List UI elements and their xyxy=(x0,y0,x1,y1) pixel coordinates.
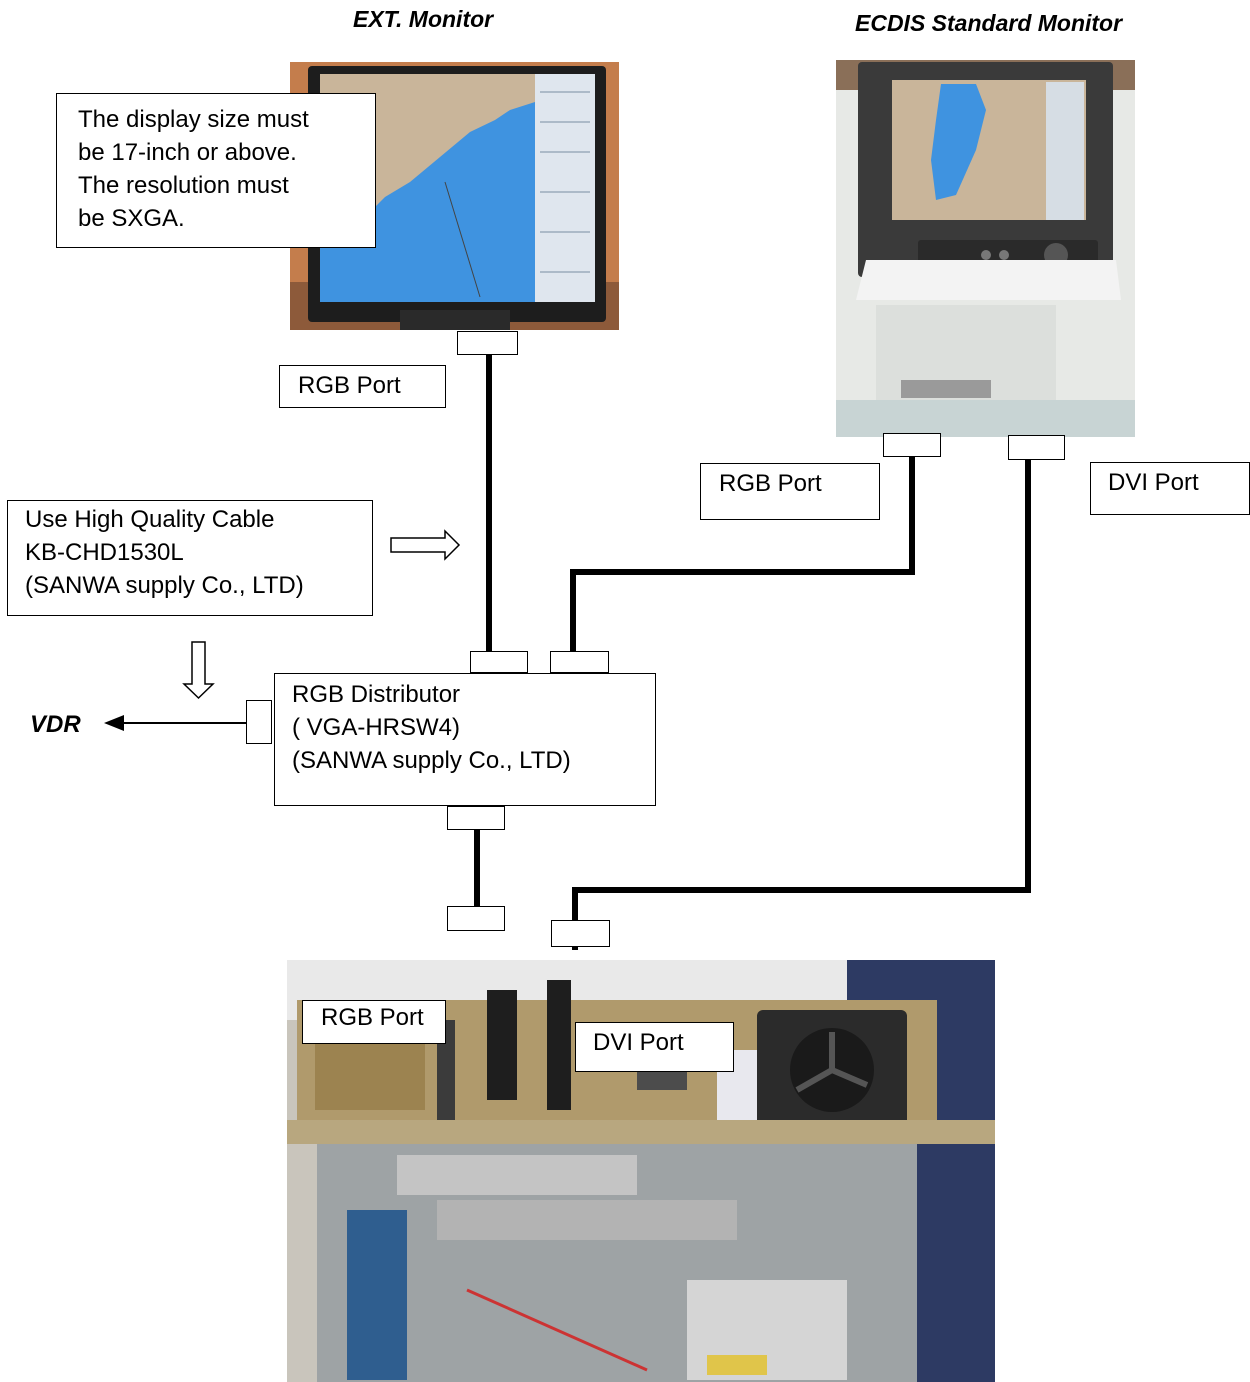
display-note-line: The display size must xyxy=(78,106,309,133)
distributor-output-connector xyxy=(447,806,505,830)
display-note-line: The resolution must xyxy=(78,172,289,199)
port-label-text: DVI Port xyxy=(1108,469,1199,496)
cable-note: Use High Quality Cable KB-CHD1530L (SANW… xyxy=(7,500,373,616)
ext-rgb-connector xyxy=(457,331,518,355)
unit-rgb-connector xyxy=(447,906,505,931)
display-requirement-note: The display size must be 17-inch or abov… xyxy=(56,93,376,248)
ecdis-dvi-connector xyxy=(1008,435,1065,460)
port-label-text: RGB Port xyxy=(719,470,822,497)
rgb-distributor: RGB Distributor ( VGA-HRSW4) (SANWA supp… xyxy=(274,673,656,806)
ecdis-monitor-title: ECDIS Standard Monitor xyxy=(855,10,1123,36)
port-label-text: RGB Port xyxy=(298,372,401,399)
distributor-model: ( VGA-HRSW4) xyxy=(292,714,460,741)
ecdis-dvi-port-label: DVI Port xyxy=(1090,462,1250,515)
ext-rgb-port-label: RGB Port xyxy=(279,365,446,408)
unit-rgb-port-label: RGB Port xyxy=(302,1000,446,1044)
unit-dvi-connector xyxy=(551,920,610,947)
unit-dvi-port-label: DVI Port xyxy=(575,1022,734,1072)
port-label-text: DVI Port xyxy=(593,1029,684,1056)
display-note-line: be 17-inch or above. xyxy=(78,139,297,166)
ext-monitor-title: EXT. Monitor xyxy=(353,6,494,32)
distributor-label: RGB Distributor xyxy=(292,681,461,708)
display-note-line: be SXGA. xyxy=(78,205,185,232)
distributor-input1-connector xyxy=(470,651,528,673)
ecdis-rgb-connector xyxy=(883,433,941,457)
distributor-maker: (SANWA supply Co., LTD) xyxy=(292,747,571,774)
ext-monitor-photo xyxy=(290,62,619,330)
vdr-label: VDR xyxy=(30,711,81,738)
distributor-input2-connector xyxy=(550,651,609,673)
cable-note-line: (SANWA supply Co., LTD) xyxy=(25,572,304,599)
ecdis-rgb-port-label: RGB Port xyxy=(700,463,880,520)
distributor-vdr-connector xyxy=(246,700,272,744)
cable-note-line: KB-CHD1530L xyxy=(25,539,184,566)
ecdis-monitor-photo xyxy=(836,60,1135,437)
cable-note-line: Use High Quality Cable xyxy=(25,506,275,533)
port-label-text: RGB Port xyxy=(321,1004,424,1031)
